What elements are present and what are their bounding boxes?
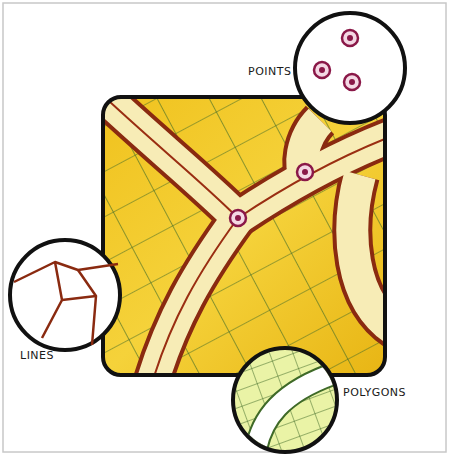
- lines-label: LINES: [20, 350, 54, 362]
- frame: [3, 3, 446, 452]
- polygons-inset: [230, 345, 345, 455]
- lines-inset: [10, 240, 120, 350]
- map-points: [230, 164, 313, 226]
- points-label: POINTS: [248, 66, 291, 78]
- map: [103, 97, 385, 375]
- polygons-label: POLYGONS: [343, 387, 406, 399]
- points-inset: [295, 13, 405, 123]
